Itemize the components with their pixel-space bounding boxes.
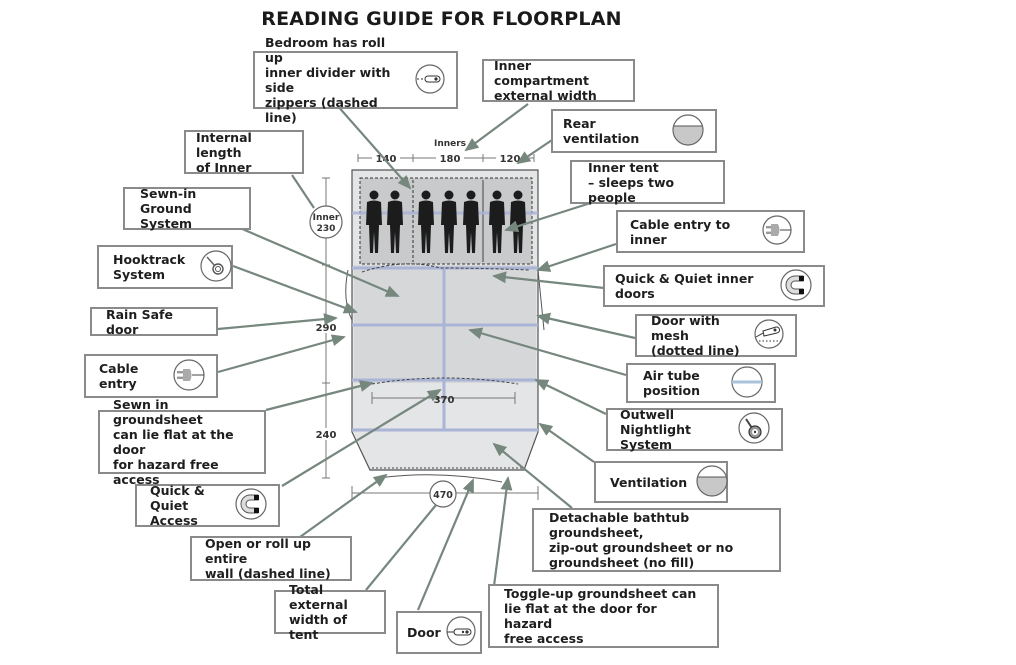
- callout-air-tube: Air tube position: [626, 363, 776, 403]
- callout-inner-tent: Inner tent – sleeps two people: [570, 160, 725, 205]
- page-title: READING GUIDE FOR FLOORPLAN: [261, 8, 622, 30]
- people-figures: [366, 190, 526, 253]
- inner-length-badge: [309, 205, 343, 239]
- callout-total-width: Total external width of tent: [274, 582, 386, 642]
- callout-rain-safe: Rain Safe door: [90, 307, 218, 337]
- inners-label: Inners: [434, 139, 466, 149]
- callout-cable-entry: Cable entry: [84, 354, 218, 398]
- total-width-badge: [429, 480, 457, 508]
- inner-door-dashed: [361, 263, 531, 273]
- callout-quick-quiet-inner: Quick & Quiet inner doors: [603, 265, 825, 307]
- callout-bathtub: Detachable bathtub groundsheet, zip-out …: [532, 508, 781, 572]
- ventilation-icon: [671, 113, 705, 150]
- callout-inner-width: Inner compartment external width: [482, 58, 635, 103]
- living-width: 370: [434, 395, 455, 406]
- inner-width-3: 120: [500, 154, 521, 165]
- magnet-icon: [234, 487, 268, 524]
- ventilation-icon: [695, 464, 729, 501]
- plug-icon: [172, 358, 206, 395]
- person-figure: [441, 190, 457, 253]
- callout-door: Door: [396, 611, 482, 654]
- magnet-icon: [779, 268, 813, 305]
- callout-rear-ventilation: Rear ventilation: [551, 109, 717, 153]
- callout-hooktrack: Hooktrack System: [97, 245, 233, 289]
- person-figure: [489, 190, 505, 253]
- air-tube-icon: [730, 365, 764, 402]
- living-length: 290: [316, 323, 337, 334]
- total-width: 470: [433, 490, 453, 501]
- person-figure: [418, 190, 434, 253]
- callout-cable-entry-inner: Cable entry to inner: [616, 210, 805, 253]
- door-toggle-icon: [445, 615, 477, 650]
- plug-icon: [761, 214, 793, 249]
- porch-length: 240: [316, 430, 337, 441]
- callout-ventilation: Ventilation: [594, 461, 728, 503]
- person-figure: [387, 190, 403, 253]
- hook-icon: [199, 249, 233, 286]
- leader-lines: [217, 103, 636, 611]
- inner-length-label: Inner: [313, 213, 340, 223]
- callout-sewn-in-ground: Sewn-in Ground System: [123, 186, 251, 231]
- callout-bedroom-divider: Bedroom has roll up inner divider with s…: [253, 35, 458, 125]
- callout-toggle-up: Toggle-up groundsheet can lie flat at th…: [488, 584, 719, 648]
- callout-internal-length: Internal length of Inner: [184, 130, 304, 175]
- callout-door-mesh: Door with mesh (dotted line): [635, 313, 797, 358]
- callout-sewn-groundsheet: Sewn in groundsheet can lie flat at the …: [98, 397, 266, 487]
- zip-toggle-icon: [414, 63, 446, 98]
- rain-safe-door: [345, 269, 353, 321]
- callout-roll-up-wall: Open or roll up entire wall (dashed line…: [190, 536, 352, 581]
- roll-up-wall-line: [377, 474, 503, 483]
- callout-quick-quiet-access: Quick & Quiet Access: [135, 483, 280, 528]
- nightlight-icon: [737, 411, 771, 448]
- inner-length-value: 230: [317, 224, 336, 234]
- person-figure: [463, 190, 479, 253]
- inner-width-2: 180: [440, 154, 461, 165]
- callout-nightlight: Outwell Nightlight System: [606, 407, 783, 452]
- person-figure: [366, 190, 382, 253]
- door-mesh-icon: [753, 318, 785, 353]
- front-door-dashed: [371, 377, 519, 385]
